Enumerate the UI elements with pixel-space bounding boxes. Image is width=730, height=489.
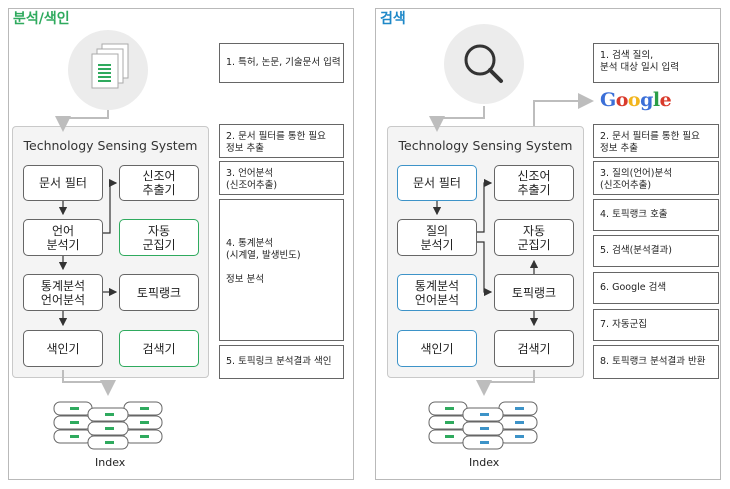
step-note-8: 8. 토픽랭크 분석결과 반환 [593,345,719,379]
language-analyzer-node: 언어 분석기 [23,219,103,256]
step-note-3: 3. 질의(언어)분석 (신조어추출) [593,161,719,195]
system-title: Technology Sensing System [398,138,573,153]
step-note-1: 1. 특허, 논문, 기술문서 입력 [219,43,344,83]
neologism-extractor-node: 신조어 추출기 [494,165,574,201]
database-cluster-icon [428,401,538,450]
stats-analysis-node: 통계분석 언어분석 [397,274,477,311]
index-label: Index [469,456,500,469]
system-title: Technology Sensing System [23,138,198,153]
step-note-1: 1. 검색 질의, 분석 대상 일시 입력 [593,43,719,83]
magnifier-icon [464,44,503,83]
indexer-node: 색인기 [397,330,477,367]
document-filter-node: 문서 필터 [23,165,103,201]
stats-analysis-node: 통계분석 언어분석 [23,274,103,311]
searcher-node: 검색기 [494,330,574,367]
step-note-2: 2. 문서 필터를 통한 필요 정보 추출 [593,124,719,158]
document-filter-node: 문서 필터 [397,165,477,201]
auto-clusterer-node: 자동 군집기 [119,219,199,256]
panel-title: 검색 [380,11,406,27]
database-cluster-icon [53,401,163,450]
step-note-6: 6. Google 검색 [593,272,719,304]
step-note-4: 4. 통계분석 (시계열, 발생빈도) 정보 분석 [219,199,344,341]
step-note-5: 5. 토픽링크 분석결과 색인 [219,345,344,379]
magnifier-circle [444,24,524,104]
google-logo: Google [600,89,672,111]
topic-rank-node: 토픽랭크 [119,274,199,311]
indexer-node: 색인기 [23,330,103,367]
google-letter: g [640,89,653,111]
google-letter: G [600,89,616,111]
query-analyzer-node: 질의 분석기 [397,219,477,256]
google-letter: l [652,89,660,111]
neologism-extractor-node: 신조어 추출기 [119,165,199,201]
step-note-7: 7. 자동군집 [593,309,719,341]
google-letter: o [615,89,629,111]
index-label: Index [95,456,126,469]
auto-clusterer-node: 자동 군집기 [494,219,574,256]
step-note-2: 2. 문서 필터를 통한 필요 정보 추출 [219,124,344,158]
document-circle [68,30,148,110]
panel-title: 분석/색인 [13,11,70,27]
step-note-4: 4. 토픽랭크 호출 [593,199,719,231]
google-letter: o [627,89,641,111]
step-note-3: 3. 언어분석 (신조어추출) [219,161,344,195]
step-note-5: 5. 검색(분석결과) [593,235,719,267]
topic-rank-node: 토픽랭크 [494,274,574,311]
searcher-node: 검색기 [119,330,199,367]
document-stack-icon [91,43,129,89]
google-letter: e [659,89,672,111]
